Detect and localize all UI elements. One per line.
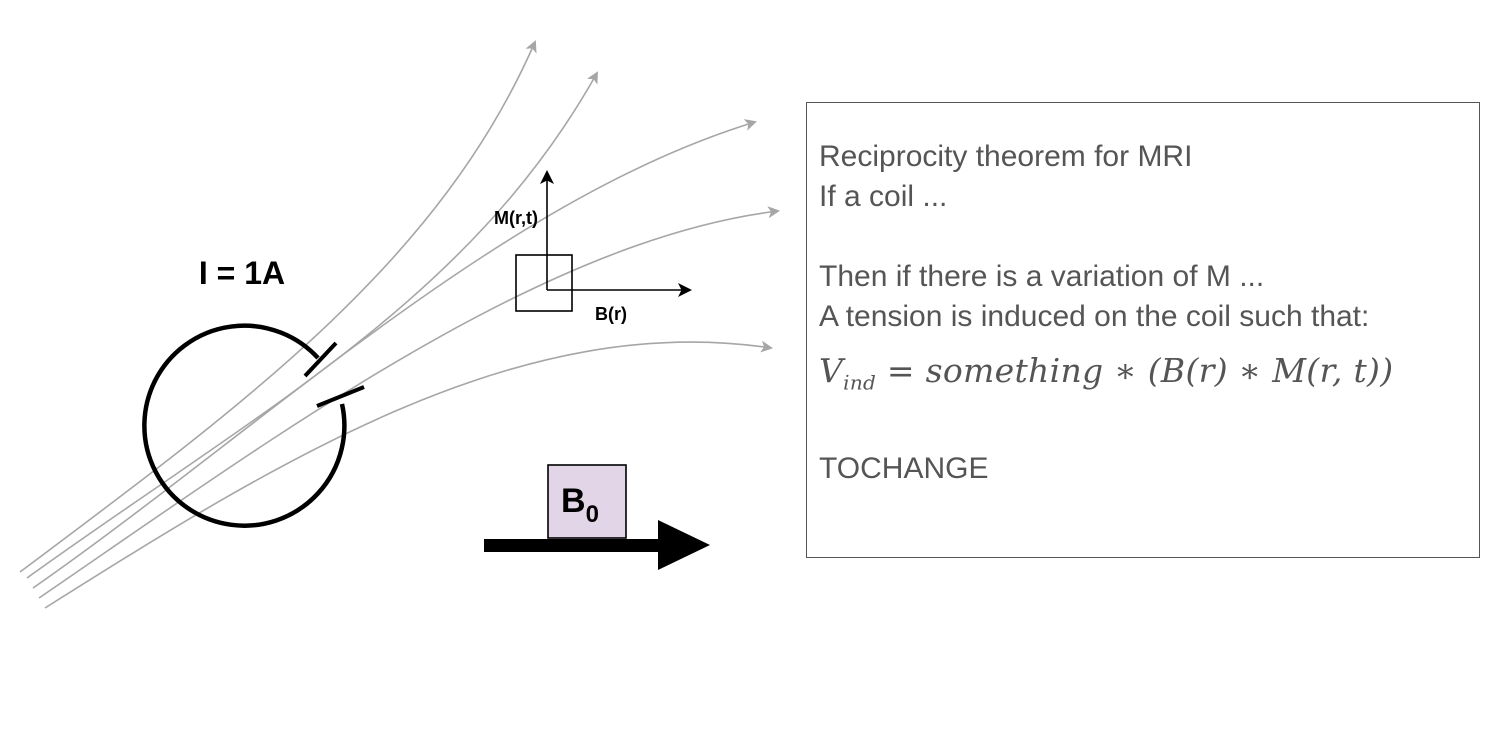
coil-loop [142,323,347,528]
b0-label: B0 [561,482,599,528]
textbox-line-coil: If a coil ... [819,180,948,213]
textbox-spacer [819,217,1479,257]
local-axes [515,170,692,312]
field-line-4 [38,206,780,599]
field-line-5 [44,340,773,609]
textbox-line-variation: Then if there is a variation of M ... [819,260,1265,293]
reciprocity-diagram: I = 1A M(r,t) B(r) B0 [19,40,780,609]
voxel-square [515,254,573,312]
induced-voltage-equation: Vind = something ∗ (B(r) ∗ M(r, t)) [819,351,1479,411]
magnetization-label: M(r,t) [494,208,538,228]
b0-arrow-shaft [484,539,664,552]
textbox-footer: TOCHANGE [819,452,989,485]
textbox-line-tension: A tension is induced on the coil such th… [819,300,1370,333]
field-line-1 [19,40,537,573]
coil-current-label: I = 1A [199,255,285,291]
coil [142,323,365,528]
coil-terminal-top [303,341,338,378]
b0-arrow-head [658,520,710,570]
field-label: B(r) [595,304,627,324]
field-line-3 [32,119,757,589]
equation-lhs: V [819,351,844,390]
b0-arrow [484,520,710,570]
b0-label-main: B [561,482,586,520]
explanation-textbox: Reciprocity theorem for MRI If a coil ..… [806,102,1480,558]
coil-terminal-bottom [316,385,365,408]
equation-lhs-subscript: ind [843,370,877,395]
equation-rhs: = something ∗ (B(r) ∗ M(r, t)) [876,351,1394,390]
b0-box [547,464,627,539]
b0-label-subscript: 0 [586,501,599,528]
textbox-line-title: Reciprocity theorem for MRI [819,140,1193,173]
field-lines [19,40,780,609]
